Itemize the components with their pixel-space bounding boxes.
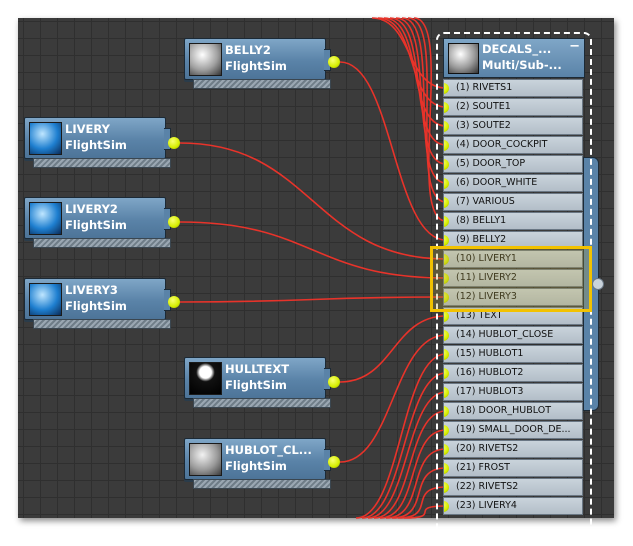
node-title: HULLTEXT [225, 362, 290, 376]
input-port[interactable] [444, 349, 449, 360]
material-slot[interactable]: (5) DOOR_TOP [443, 155, 583, 173]
input-port[interactable] [444, 159, 449, 170]
material-slot[interactable]: (16) HUBLOT2 [443, 364, 583, 382]
node-type: FlightSim [225, 378, 287, 392]
input-port[interactable] [444, 482, 449, 493]
material-slot[interactable]: (1) RIVETS1 [443, 79, 583, 97]
output-port-multi[interactable] [592, 278, 604, 290]
input-port[interactable] [444, 463, 449, 474]
sphere-icon [189, 43, 222, 76]
input-port[interactable] [444, 254, 449, 265]
multi-node-subtitle: Multi/Sub-... [482, 58, 562, 72]
multi-node-title: DECALS_... [482, 42, 552, 56]
input-port[interactable] [444, 330, 449, 341]
input-port[interactable] [444, 235, 449, 246]
node-title: HUBLOT_CL... [225, 443, 312, 457]
material-slot[interactable]: (20) RIVETS2 [443, 440, 583, 458]
input-port[interactable] [444, 197, 449, 208]
node-title: LIVERY [65, 122, 110, 136]
material-slot[interactable]: (6) DOOR_WHITE [443, 174, 583, 192]
blue-sphere-icon [29, 202, 62, 235]
output-port-livery2[interactable] [168, 216, 180, 228]
material-slot[interactable]: (18) DOOR_HUBLOT [443, 402, 583, 420]
output-port-hublot-cl[interactable] [328, 456, 340, 468]
node-type: FlightSim [225, 459, 287, 473]
node-title: LIVERY2 [65, 202, 118, 216]
material-slot[interactable]: (17) HUBLOT3 [443, 383, 583, 401]
material-slot[interactable]: (23) LIVERY4 [443, 497, 583, 515]
material-slot[interactable]: (14) HUBLOT_CLOSE [443, 326, 583, 344]
material-slot[interactable]: (2) SOUTE1 [443, 98, 583, 116]
material-slot[interactable]: (19) SMALL_DOOR_DE... [443, 421, 583, 439]
material-slot[interactable]: (3) SOUTE2 [443, 117, 583, 135]
input-port[interactable] [444, 444, 449, 455]
blue-sphere-icon [29, 283, 62, 316]
minimize-icon[interactable]: − [569, 39, 580, 54]
node-title: BELLY2 [225, 43, 271, 57]
material-slot[interactable]: (22) RIVETS2 [443, 478, 583, 496]
sphere-icon [448, 43, 479, 74]
input-port[interactable] [444, 387, 449, 398]
input-port[interactable] [444, 83, 449, 94]
input-port[interactable] [444, 501, 449, 512]
output-port-hulltext[interactable] [328, 376, 340, 388]
material-slot[interactable]: (10) LIVERY1 [443, 250, 583, 268]
input-port[interactable] [444, 102, 449, 113]
output-port-livery3[interactable] [168, 296, 180, 308]
sphere-icon [189, 443, 222, 476]
output-port-livery[interactable] [168, 137, 180, 149]
input-port[interactable] [444, 121, 449, 132]
node-type: FlightSim [65, 138, 127, 152]
node-belly2[interactable]: BELLY2 FlightSim [184, 38, 331, 89]
highlighted-slots-box [430, 246, 592, 312]
material-slot[interactable]: (8) BELLY1 [443, 212, 583, 230]
node-type: FlightSim [65, 299, 127, 313]
black-sphere-icon [189, 362, 222, 395]
input-port[interactable] [444, 406, 449, 417]
material-slot[interactable]: (11) LIVERY2 [443, 269, 583, 287]
input-port[interactable] [444, 178, 449, 189]
node-hublot-cl[interactable]: HUBLOT_CL... FlightSim [184, 438, 331, 489]
node-hulltext[interactable]: HULLTEXT FlightSim [184, 357, 331, 408]
input-port[interactable] [444, 140, 449, 151]
input-port[interactable] [444, 368, 449, 379]
node-type: FlightSim [225, 59, 287, 73]
input-port[interactable] [444, 273, 449, 284]
node-type: FlightSim [65, 218, 127, 232]
node-livery2[interactable]: LIVERY2 FlightSim [24, 197, 171, 248]
node-livery3[interactable]: LIVERY3 FlightSim [24, 278, 171, 329]
material-slot[interactable]: (12) LIVERY3 [443, 288, 583, 306]
node-title: LIVERY3 [65, 283, 118, 297]
material-slot[interactable]: (21) FROST [443, 459, 583, 477]
input-port[interactable] [444, 216, 449, 227]
input-port[interactable] [444, 292, 449, 303]
material-slot[interactable]: (7) VARIOUS [443, 193, 583, 211]
blue-sphere-icon [29, 122, 62, 155]
material-slot[interactable]: (4) DOOR_COCKPIT [443, 136, 583, 154]
input-port[interactable] [444, 311, 449, 322]
output-port-belly2[interactable] [328, 56, 340, 68]
multi-sub-node-header[interactable]: DECALS_... Multi/Sub-... − [443, 38, 585, 78]
input-port[interactable] [444, 425, 449, 436]
material-slot[interactable]: (15) HUBLOT1 [443, 345, 583, 363]
node-livery[interactable]: LIVERY FlightSim [24, 117, 171, 168]
